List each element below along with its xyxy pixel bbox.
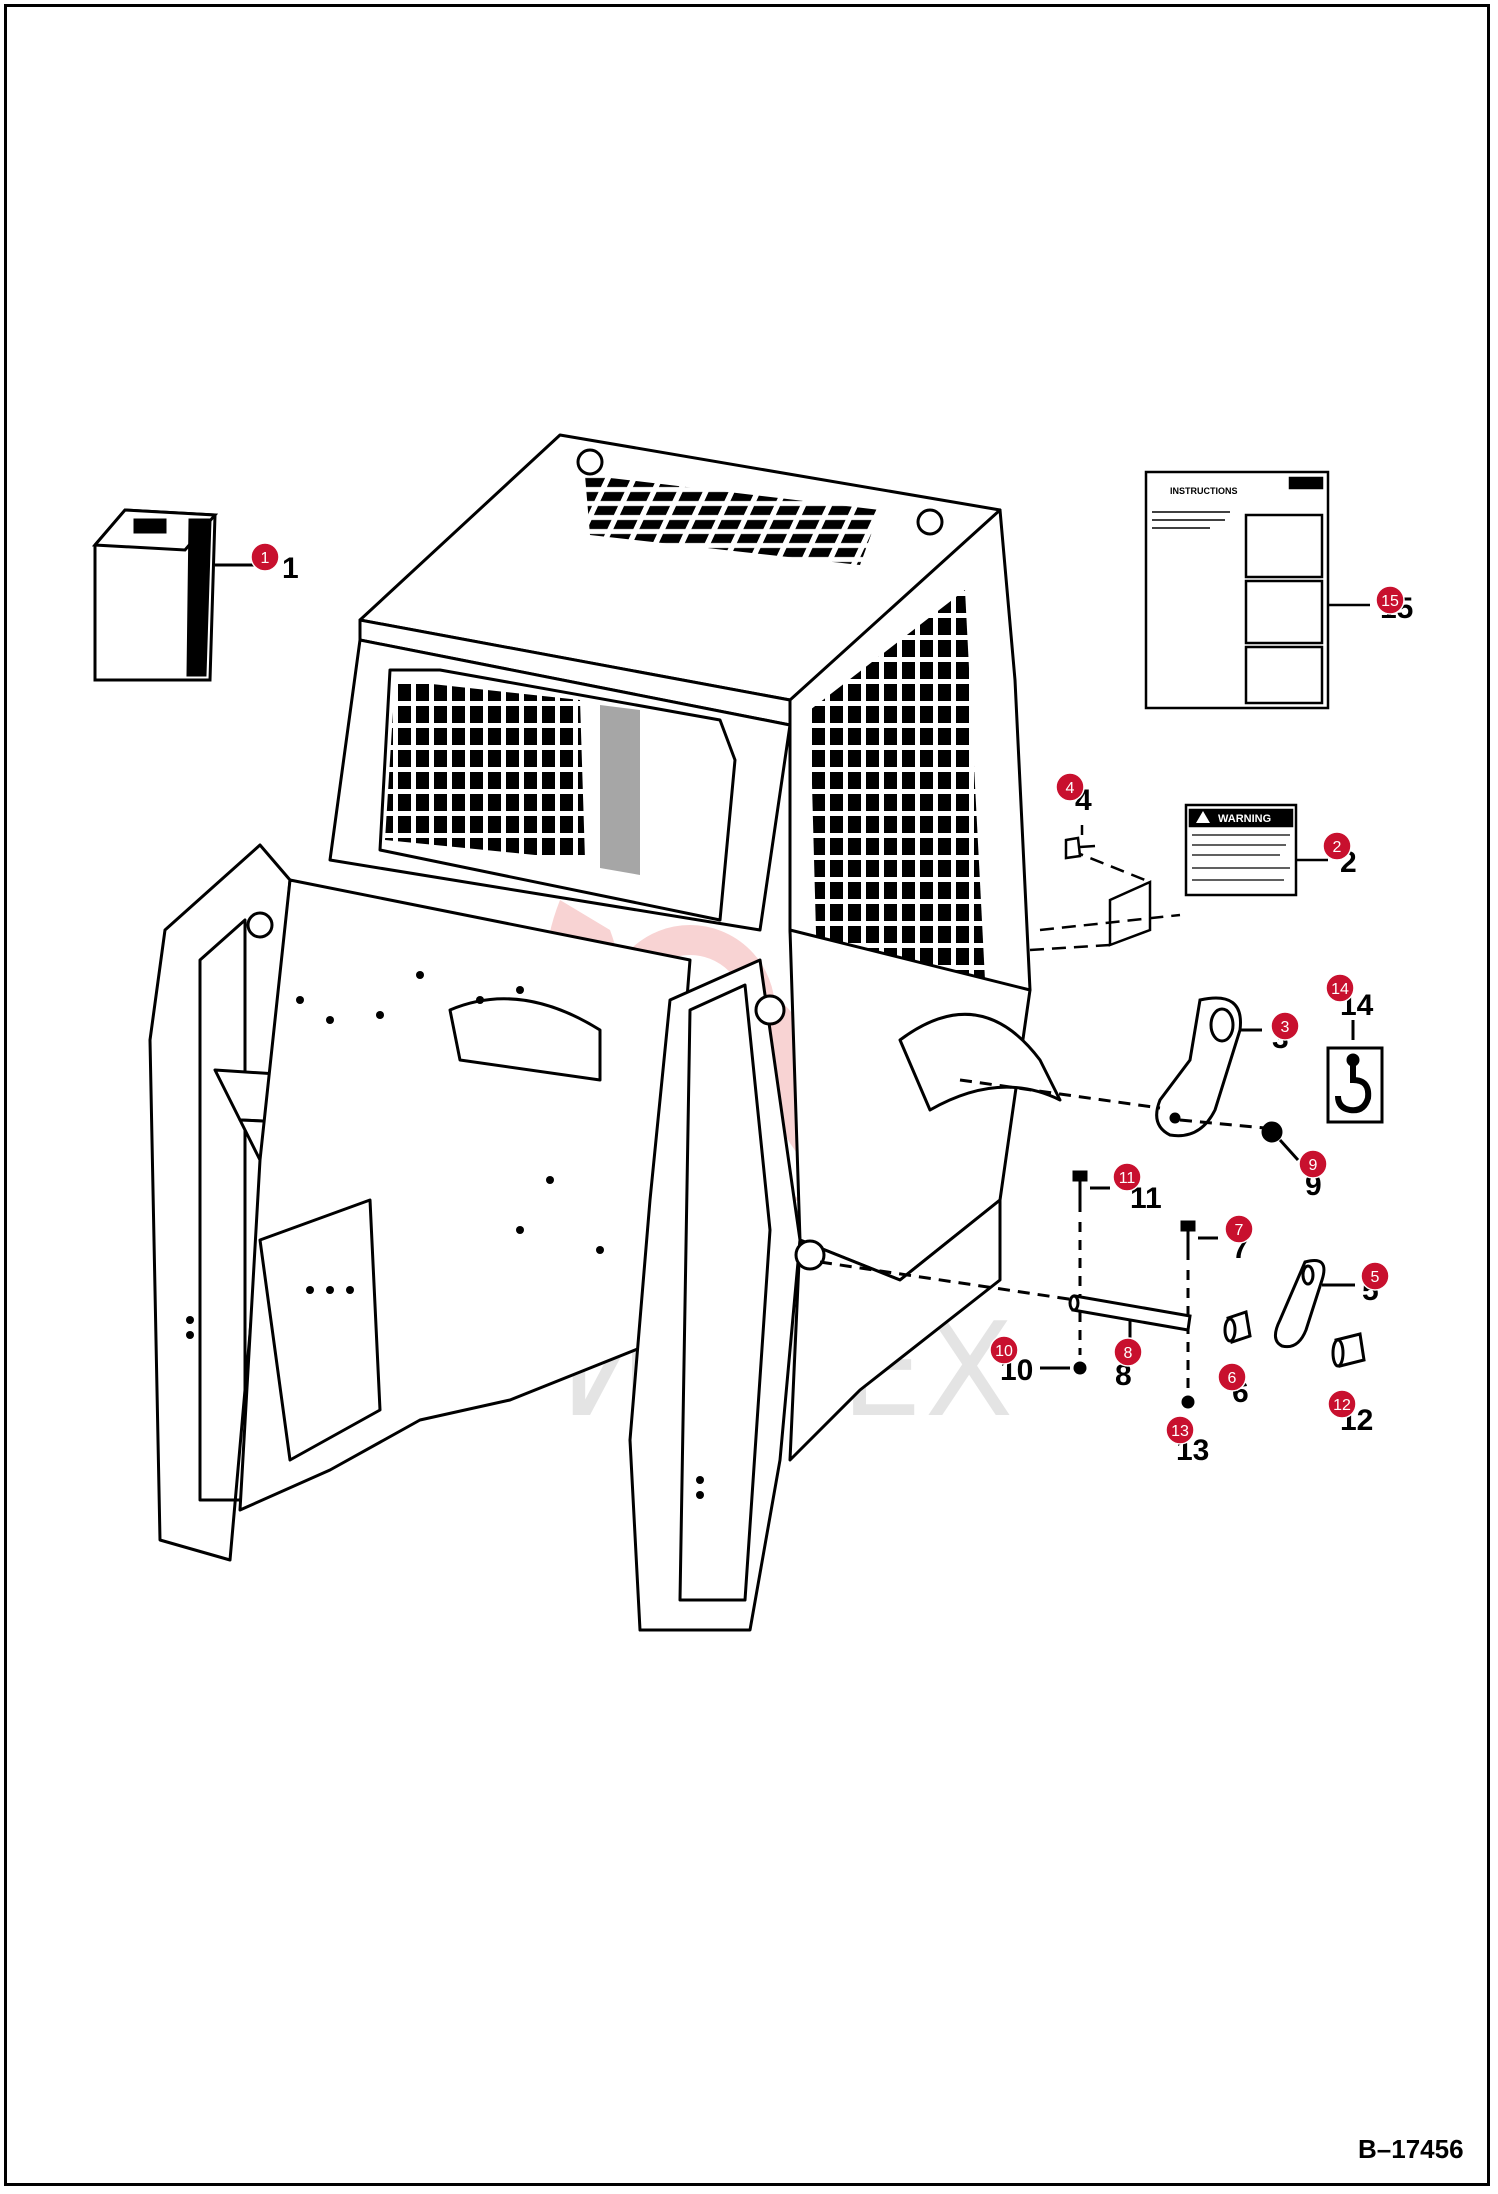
hotspot-3-number: 3 xyxy=(1281,1019,1290,1036)
part-15-instructions-decal xyxy=(1144,470,1370,710)
hotspot-10[interactable]: 10 xyxy=(989,1335,1019,1365)
part-6-bushing xyxy=(1223,1310,1252,1344)
part-7-bolt xyxy=(1180,1220,1218,1390)
hotspot-4[interactable]: 4 xyxy=(1055,772,1085,802)
part-14-lift-hook-decal xyxy=(1326,1020,1384,1124)
part-label-1: 1 xyxy=(282,552,299,585)
part-12-bushing xyxy=(1331,1332,1366,1368)
hotspot-8-number: 8 xyxy=(1124,1345,1133,1362)
warning-decal-title: WARNING xyxy=(1218,813,1271,825)
hotspot-6-number: 6 xyxy=(1228,1370,1237,1387)
hotspot-2-number: 2 xyxy=(1333,839,1342,856)
hotspot-14[interactable]: 14 xyxy=(1325,973,1355,1003)
hotspot-8[interactable]: 8 xyxy=(1113,1337,1143,1367)
part-13-nut xyxy=(1181,1395,1195,1409)
hotspot-4-number: 4 xyxy=(1066,780,1075,797)
hotspot-3[interactable]: 3 xyxy=(1270,1011,1300,1041)
hotspot-15[interactable]: 15 xyxy=(1375,585,1405,615)
hotspot-9-number: 9 xyxy=(1309,1157,1318,1174)
hotspot-12-number: 12 xyxy=(1333,1397,1351,1414)
hotspot-7-number: 7 xyxy=(1235,1222,1244,1239)
hotspot-1-number: 1 xyxy=(261,550,270,567)
hotspot-10-number: 10 xyxy=(995,1343,1013,1360)
part-label-8: 8 xyxy=(1115,1359,1132,1392)
instructions-decal-title: INSTRUCTIONS xyxy=(1170,486,1238,496)
hotspot-2[interactable]: 2 xyxy=(1322,831,1352,861)
part-10-nut xyxy=(1040,1361,1087,1375)
hotspot-15-number: 15 xyxy=(1381,593,1399,610)
hotspot-6[interactable]: 6 xyxy=(1217,1362,1247,1392)
part-3-latch-plate xyxy=(959,996,1266,1138)
hotspot-13-number: 13 xyxy=(1171,1423,1189,1440)
hotspot-13[interactable]: 13 xyxy=(1165,1415,1195,1445)
hotspot-5[interactable]: 5 xyxy=(1360,1261,1390,1291)
hotspot-11-number: 11 xyxy=(1119,1170,1136,1187)
hotspot-9[interactable]: 9 xyxy=(1298,1149,1328,1179)
hotspot-1[interactable]: 1 xyxy=(250,542,280,572)
hotspot-12[interactable]: 12 xyxy=(1327,1389,1357,1419)
part-2-warning-decal xyxy=(1029,803,1328,952)
cab-frame-drawing xyxy=(148,433,1062,1632)
part-9-nut xyxy=(1261,1121,1300,1162)
part-4-bolt xyxy=(1064,825,1096,860)
drawing-reference: B–17456 xyxy=(1358,2134,1464,2164)
hotspot-14-number: 14 xyxy=(1331,981,1349,998)
drawing-frame xyxy=(4,4,1490,2186)
part-11-bolt xyxy=(1072,1170,1110,1355)
part-8-pin xyxy=(819,1260,1192,1340)
hotspot-11[interactable]: 11 xyxy=(1112,1162,1142,1192)
part-1-operator-manual xyxy=(91,508,255,682)
part-5-latch xyxy=(1274,1259,1355,1349)
hotspot-7[interactable]: 7 xyxy=(1224,1214,1254,1244)
hotspot-5-number: 5 xyxy=(1371,1269,1380,1286)
